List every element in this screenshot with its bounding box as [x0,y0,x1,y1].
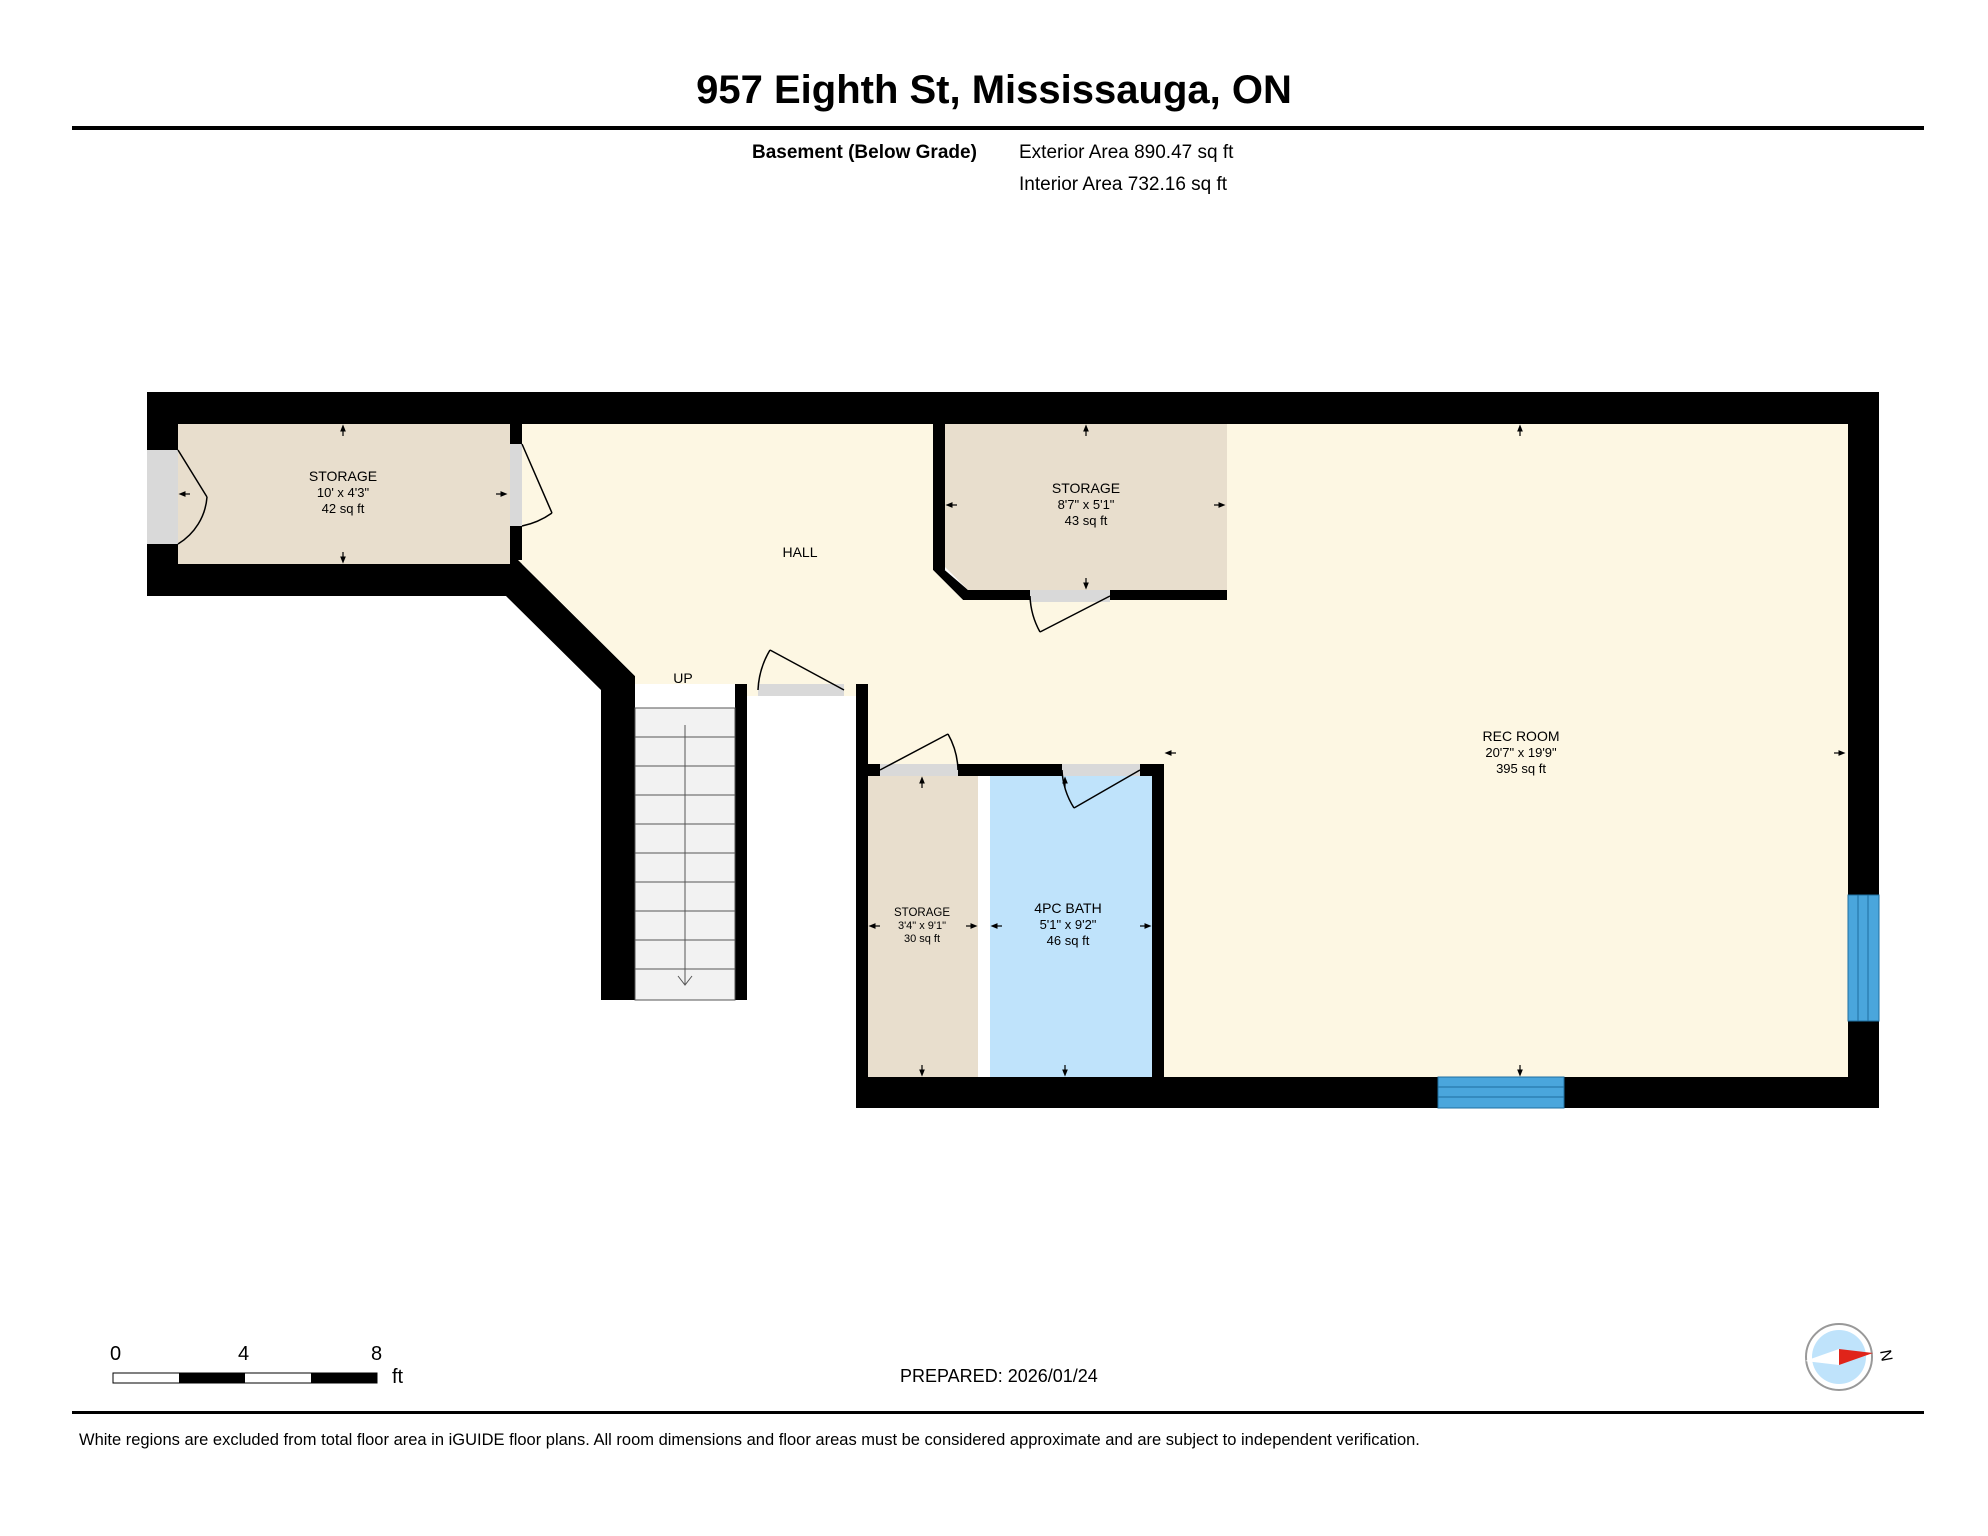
hall-floor [518,424,1848,1077]
stairs-up-label: UP [673,670,692,686]
storage-1-area: 42 sq ft [322,501,365,516]
header-divider [72,126,1924,130]
bath-dims: 5'1" x 9'2" [1040,917,1097,932]
rec-room-area: 395 sq ft [1496,761,1546,776]
page-title: 957 Eighth St, Mississauga, ON [696,68,1292,112]
storage-1-floor [178,424,510,564]
storage-1-name: STORAGE [309,468,377,484]
room-labels: STORAGE 10' x 4'3" 42 sq ft HALL UP STOR… [309,468,1560,948]
interior-area: Interior Area 732.16 sq ft [1019,174,1228,195]
stair-hall-blank [747,696,856,1000]
doors [147,443,1141,809]
storage-2-area: 43 sq ft [1065,513,1108,528]
windows [1437,894,1880,1109]
storage-3-dims: 3'4" x 9'1" [898,920,946,932]
prepared-date: PREPARED: 2026/01/24 [900,1366,1098,1386]
stairs [634,707,736,1001]
compass-icon: N [1805,1323,1895,1391]
disclaimer: White regions are excluded from total fl… [79,1431,1420,1449]
rec-room-dims: 20'7" x 19'9" [1485,745,1557,760]
scale-tick-4: 4 [238,1343,250,1365]
scale-tick-0: 0 [110,1343,122,1365]
scale-unit: ft [392,1366,404,1388]
compass-north-label: N [1876,1348,1895,1362]
storage-3-area: 30 sq ft [904,933,940,945]
bath-floor [990,776,1152,1077]
storage-2-floor [945,424,1227,590]
storage-1-dims: 10' x 4'3" [317,485,370,500]
floor-name: Basement (Below Grade) [752,142,977,163]
hall-name: HALL [782,544,817,560]
rec-room-name: REC ROOM [1483,728,1560,744]
bath-area: 46 sq ft [1047,933,1090,948]
exterior-area: Exterior Area 890.47 sq ft [1019,142,1234,163]
storage-3-name: STORAGE [894,907,950,919]
storage-2-name: STORAGE [1052,480,1120,496]
storage-2-dims: 8'7" x 5'1" [1058,497,1115,512]
dimension-arrows [178,424,1846,1077]
storage-3-floor [868,776,978,1077]
scale-tick-8: 8 [371,1343,383,1365]
scale-bar [112,1372,378,1384]
bath-name: 4PC BATH [1034,900,1101,916]
footer-divider [72,1411,1924,1414]
